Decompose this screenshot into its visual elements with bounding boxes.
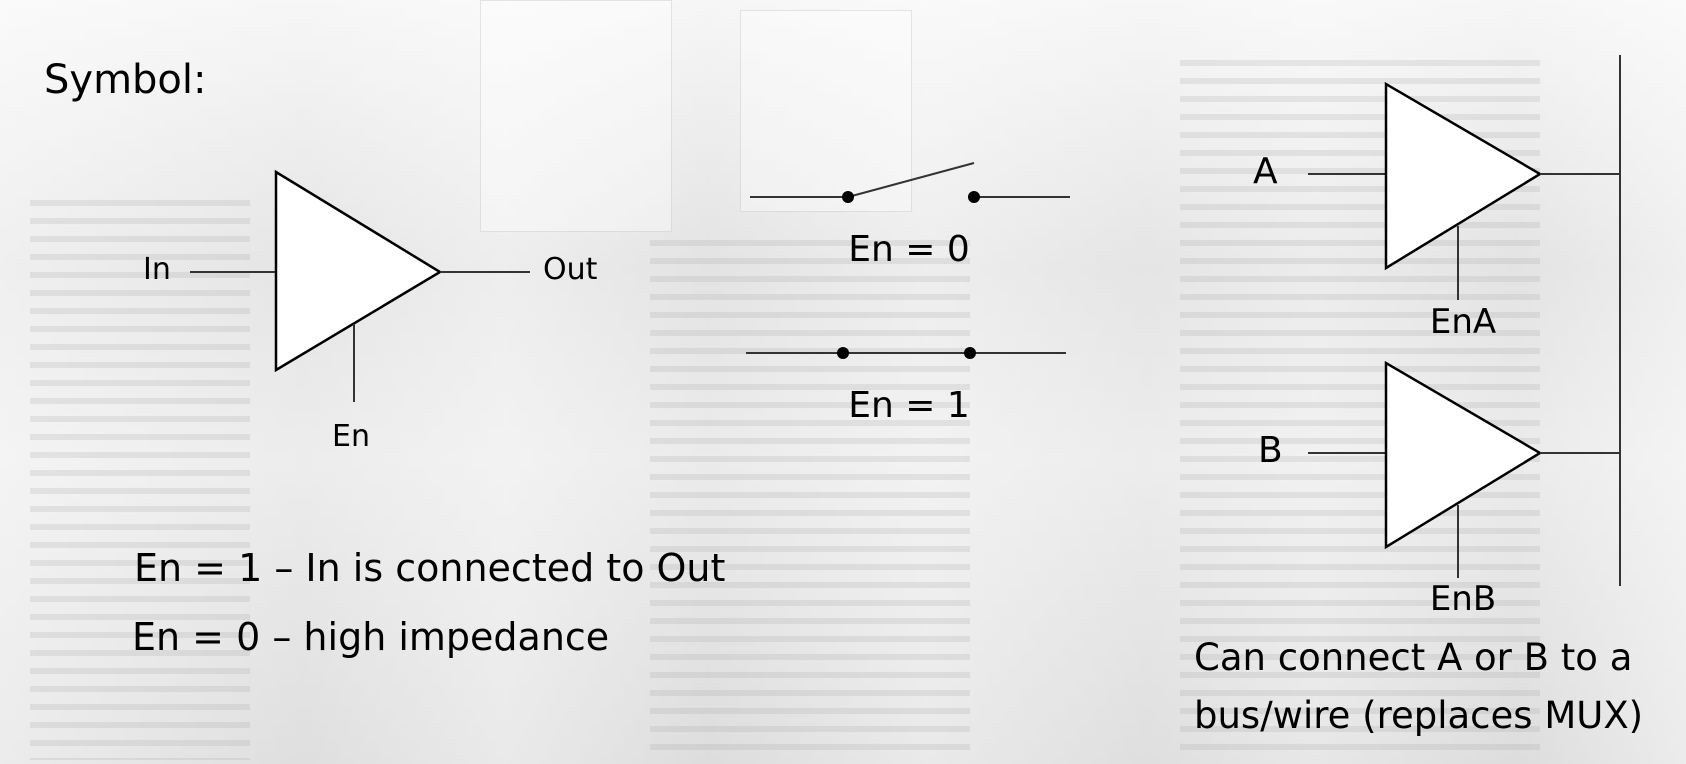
open-switch-contact-right bbox=[968, 191, 980, 203]
output-label: Out bbox=[543, 252, 598, 287]
background-rack bbox=[30, 200, 250, 760]
closed-switch-contact-left bbox=[837, 347, 849, 359]
open-switch-contact-left bbox=[842, 191, 854, 203]
open-switch-blade bbox=[847, 162, 975, 198]
bus-caption-line1: Can connect A or B to a bbox=[1194, 636, 1632, 679]
bus-caption-line2: bus/wire (replaces MUX) bbox=[1194, 694, 1643, 737]
note-high-impedance: En = 0 – high impedance bbox=[132, 615, 609, 659]
buffer-b-triangle bbox=[1384, 360, 1543, 550]
background-panel bbox=[740, 10, 912, 212]
buffer-a-enable-label: EnA bbox=[1430, 302, 1496, 342]
closed-switch-contact-right bbox=[964, 347, 976, 359]
buffer-b-input-label: B bbox=[1258, 430, 1283, 471]
buffer-triangle bbox=[274, 169, 443, 373]
note-enabled: En = 1 – In is connected to Out bbox=[134, 546, 725, 590]
open-switch-caption: En = 0 bbox=[848, 229, 970, 270]
tristate-buffer-symbol: In Out En bbox=[143, 169, 598, 454]
closed-switch-caption: En = 1 bbox=[848, 385, 970, 426]
buffer-a: A EnA bbox=[1253, 81, 1620, 342]
closed-switch: En = 1 bbox=[746, 347, 1066, 426]
bus-diagram: A EnA B EnB Can connect A or B to a bus/… bbox=[1194, 55, 1643, 737]
open-switch: En = 0 bbox=[750, 162, 1070, 270]
symbol-heading: Symbol: bbox=[44, 57, 206, 103]
buffer-b: B EnB bbox=[1258, 360, 1620, 619]
enable-label: En bbox=[332, 419, 370, 454]
buffer-a-input-label: A bbox=[1253, 151, 1278, 192]
background-rack bbox=[650, 240, 970, 760]
background-panel bbox=[480, 0, 672, 232]
buffer-a-triangle bbox=[1384, 81, 1543, 271]
input-label: In bbox=[143, 252, 171, 287]
buffer-b-enable-label: EnB bbox=[1430, 579, 1496, 619]
